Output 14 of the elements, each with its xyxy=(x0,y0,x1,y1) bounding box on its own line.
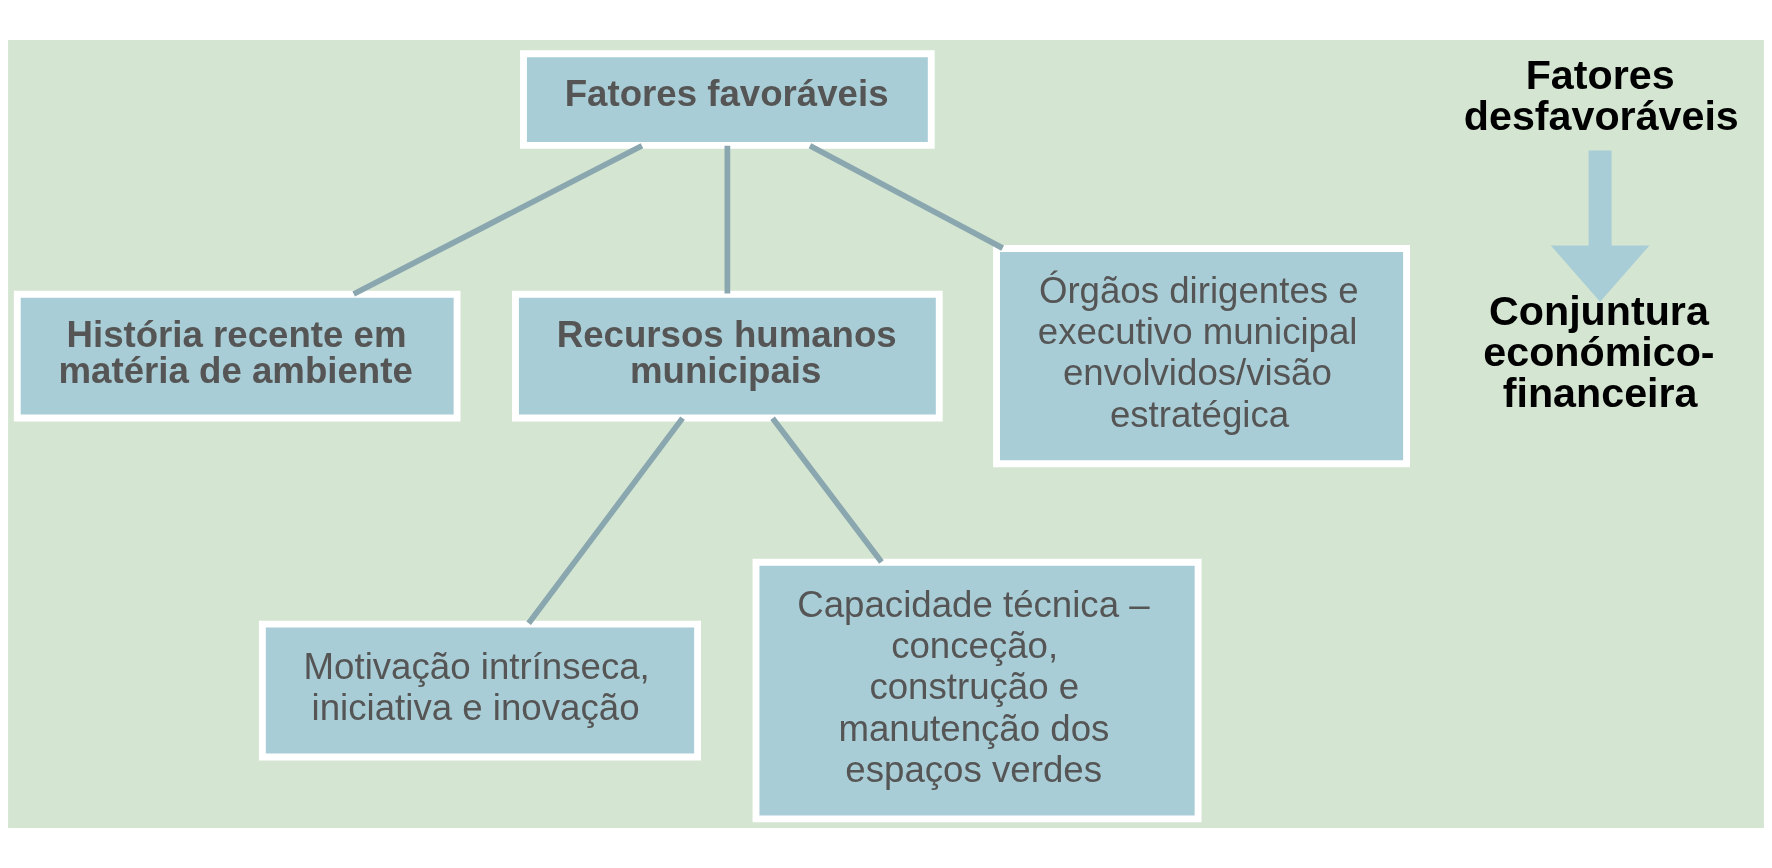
arrow xyxy=(1550,150,1650,302)
connector xyxy=(352,143,644,297)
node-box: Órgãos dirigentes e executivo municipal envolvidos/visão estratégica xyxy=(993,245,1410,468)
connector xyxy=(808,143,1004,251)
node-box: Motivação intrínseca, iniciativa e inovação xyxy=(258,620,702,761)
node-box: Fatores favoráveis xyxy=(520,50,935,149)
node-text: Conjuntura económico-financeira xyxy=(1483,287,1715,417)
node-box: História recente em matéria de ambiente xyxy=(13,290,461,422)
connector xyxy=(770,416,884,564)
node-text: Fatores desfavoráveis xyxy=(1463,52,1739,140)
connector xyxy=(724,145,731,294)
node-box: Capacidade técnica – conceção, construção e manutenção dos espaços verdes xyxy=(752,558,1202,823)
node-box: Recursos humanos municipais xyxy=(512,290,943,422)
connector xyxy=(526,416,685,626)
